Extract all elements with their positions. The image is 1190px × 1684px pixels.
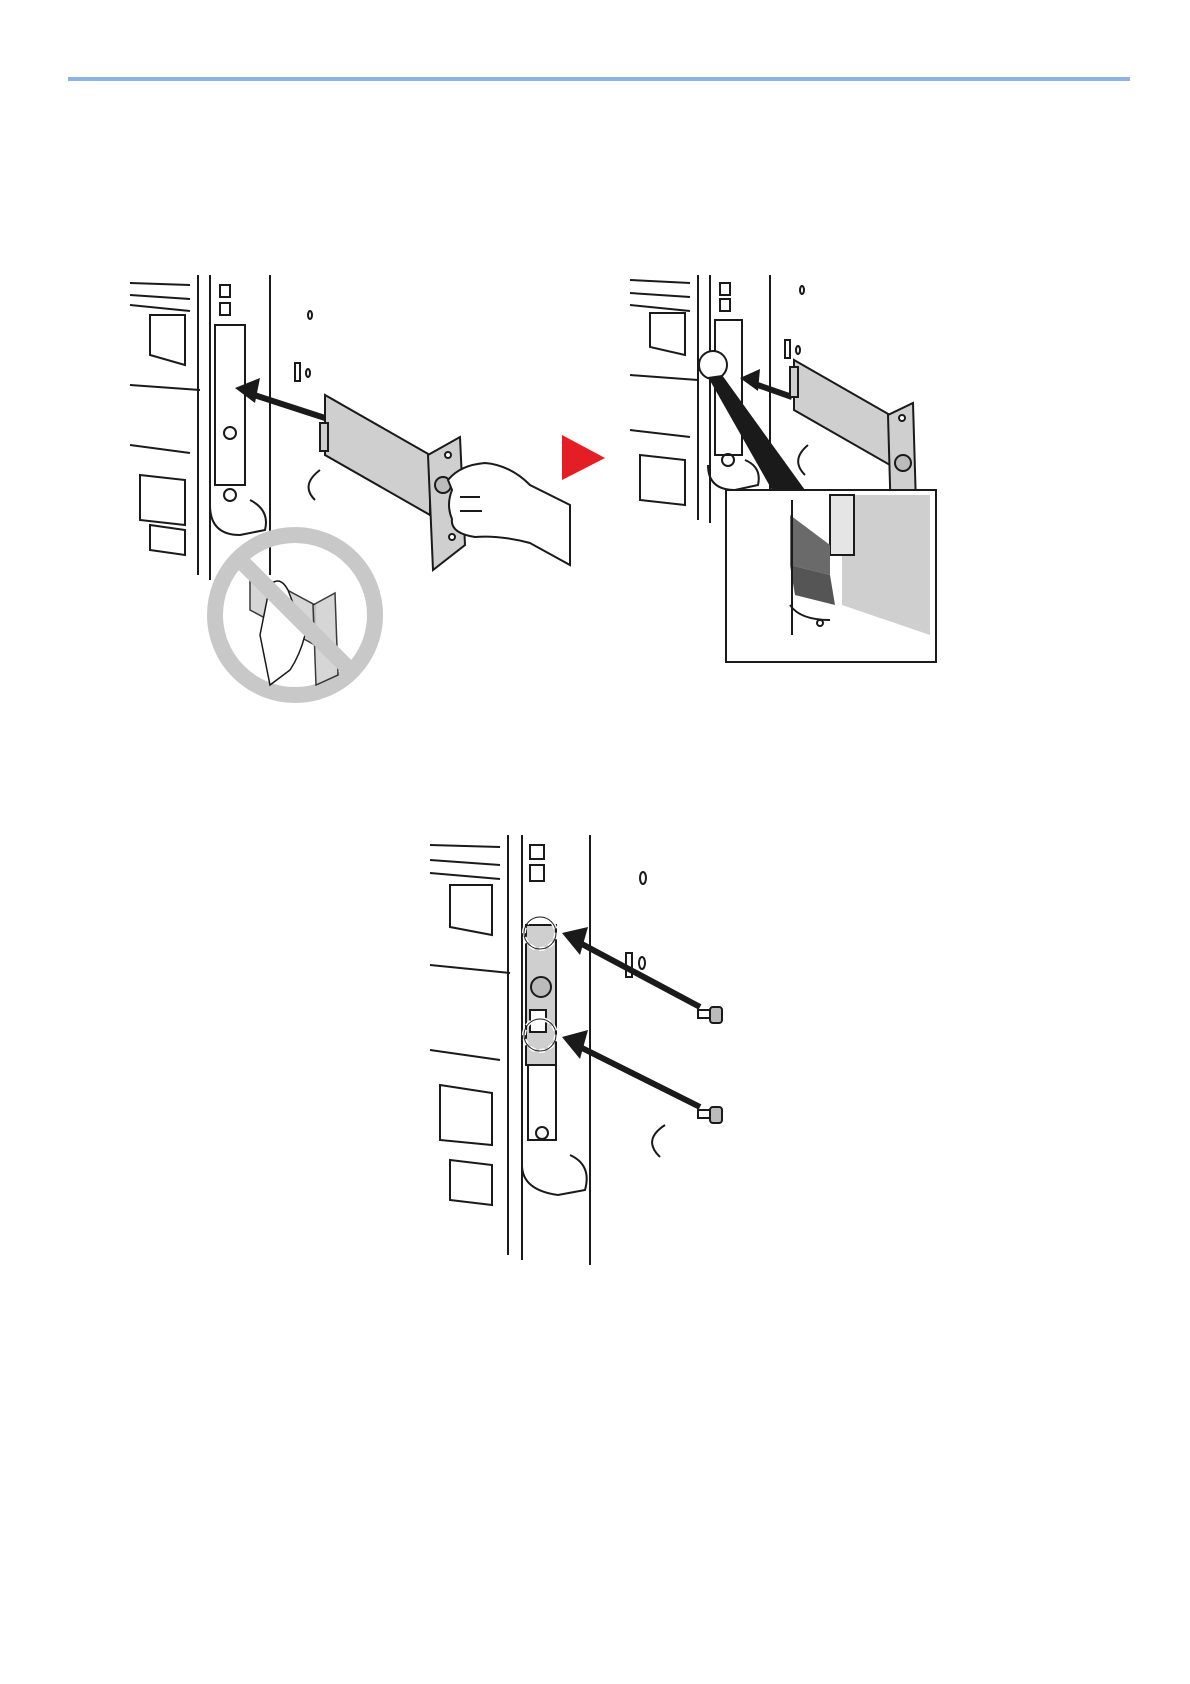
insert-card-figure — [130, 275, 1060, 720]
detail-inset — [726, 490, 936, 662]
header-rule — [68, 77, 1130, 81]
thumb-screw-lower — [698, 1107, 722, 1123]
card-aligned-arrow — [740, 369, 792, 397]
thumb-screw-upper — [698, 1007, 722, 1023]
fasten-screws-svg — [430, 835, 780, 1275]
insert-direction-arrow — [235, 378, 325, 418]
fasten-screws-figure — [430, 835, 780, 1275]
screw-arrow-lower — [562, 1030, 700, 1107]
hand-illustration — [448, 463, 570, 565]
detail-marker — [699, 351, 727, 379]
insert-card-svg — [130, 275, 1060, 720]
prohibition-sign — [215, 535, 375, 695]
installed-option-card — [526, 925, 556, 1140]
next-step-arrow-icon — [562, 435, 605, 480]
screw-arrow-upper — [562, 927, 700, 1007]
